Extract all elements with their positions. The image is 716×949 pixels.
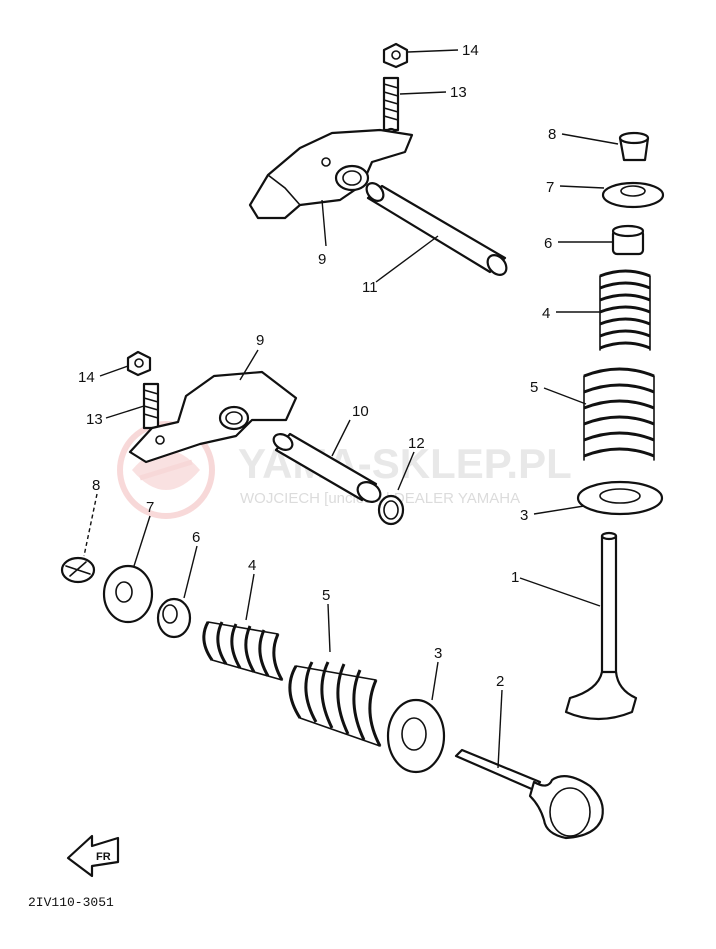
- callout-6-left: 6: [192, 529, 200, 546]
- nut-14-upper: [382, 42, 409, 69]
- callout-7-right: 7: [546, 179, 554, 196]
- rocker-arm-9-upper: [248, 128, 414, 220]
- callout-14-middle: 14: [78, 369, 95, 386]
- valve-stem-seal-6-left: [156, 597, 192, 639]
- valve-spring-inner-4-left: [202, 621, 284, 681]
- callout-4-left: 4: [248, 557, 256, 574]
- nut-14-middle: [126, 350, 152, 377]
- callout-1: 1: [511, 569, 519, 586]
- callout-14-top: 14: [462, 42, 479, 59]
- rocker-shaft-10: [272, 432, 382, 503]
- callout-3-left: 3: [434, 645, 442, 662]
- valve-exhaust-2: [454, 748, 604, 840]
- valve-stem-seal-6-right: [611, 224, 645, 256]
- spring-seat-3-left: [386, 698, 446, 774]
- callout-9-top: 9: [318, 251, 326, 268]
- callout-7-left: 7: [146, 499, 154, 516]
- valve-intake-1: [564, 531, 638, 721]
- valve-spring-inner-4-right: [598, 269, 652, 356]
- valve-cotter-8-left: [60, 556, 96, 584]
- valve-spring-outer-5-left: [288, 661, 382, 747]
- callout-3-right: 3: [520, 507, 528, 524]
- o-ring-12: [377, 494, 405, 526]
- spring-retainer-7-right: [601, 181, 665, 209]
- callout-labels: 14 13 9 11 8 7 6 4 5 3 1 9 14 13 10 12 8…: [78, 42, 556, 690]
- diagram-code: 2IV110-3051: [28, 895, 114, 910]
- callout-5-right: 5: [530, 379, 538, 396]
- valve-spring-outer-5-right: [582, 367, 656, 468]
- callout-8-right: 8: [548, 126, 556, 143]
- callout-6-right: 6: [544, 235, 552, 252]
- callout-9-middle: 9: [256, 332, 264, 349]
- callout-11: 11: [362, 279, 378, 296]
- callout-13-middle: 13: [86, 411, 103, 428]
- callout-5-left: 5: [322, 587, 330, 604]
- callout-10: 10: [352, 403, 369, 420]
- spring-retainer-7-left: [102, 564, 154, 624]
- adjuster-screw-13-middle: [142, 382, 160, 430]
- callout-2: 2: [496, 673, 504, 690]
- front-arrow-icon: FR: [66, 834, 120, 878]
- front-arrow-label: FR: [96, 851, 111, 863]
- callout-8-left: 8: [92, 477, 100, 494]
- rocker-shaft-11: [365, 182, 508, 276]
- spring-seat-3-right: [576, 480, 664, 516]
- callout-13-top: 13: [450, 84, 467, 101]
- leader-lines: [83, 49, 619, 769]
- valve-cotter-8-right: [618, 131, 650, 162]
- callout-4-right: 4: [542, 305, 550, 322]
- rocker-arm-9-middle: [128, 370, 298, 464]
- callout-12: 12: [408, 435, 425, 452]
